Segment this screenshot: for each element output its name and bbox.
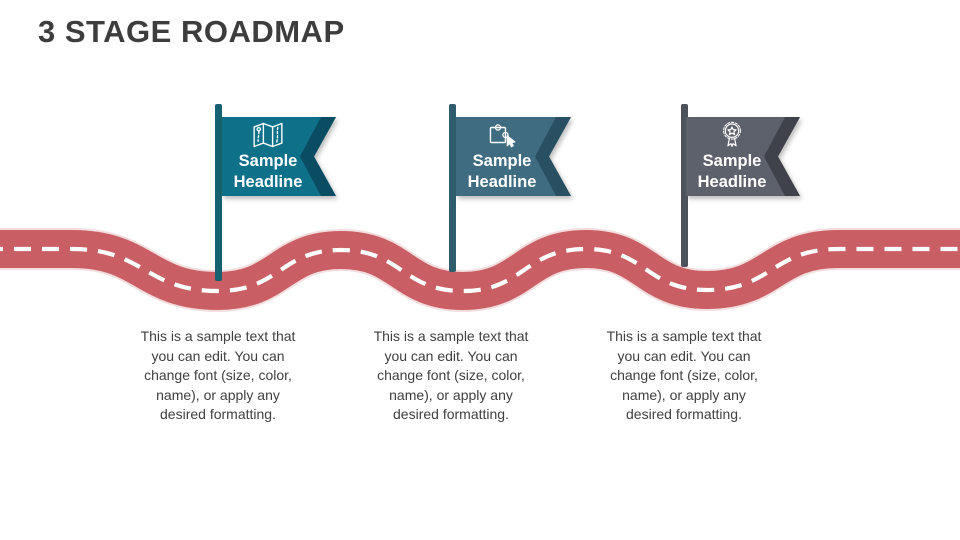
flag-notch-shade [764, 117, 800, 196]
flag-banner-stage-1 [222, 117, 336, 196]
flag-banner-stage-2 [456, 117, 571, 196]
flag-notch-shade [300, 117, 336, 196]
flag-pole-stage-2 [449, 104, 456, 272]
flag-shape [456, 117, 571, 196]
flag-shape [686, 117, 800, 196]
flag-shape [222, 117, 336, 196]
page-title: 3 STAGE ROADMAP [38, 14, 345, 49]
flag-banner-stage-3 [686, 117, 800, 196]
flag-notch-shade [535, 117, 571, 196]
flag-pole-stage-1 [215, 104, 222, 281]
road [0, 227, 960, 313]
road-center-dashes [0, 246, 960, 294]
